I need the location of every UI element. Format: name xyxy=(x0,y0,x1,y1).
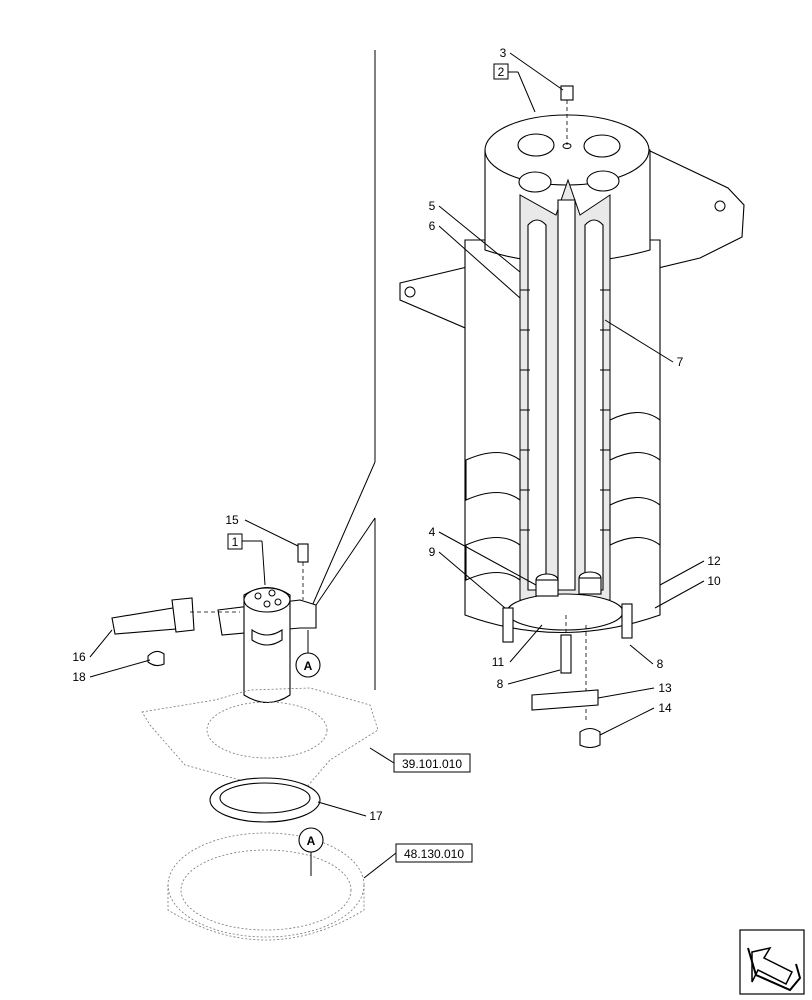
detail-marker-upper: A xyxy=(295,630,321,678)
plug-screw-3 xyxy=(560,85,574,101)
bolt-8 xyxy=(560,634,572,674)
callout-9: 9 xyxy=(429,545,506,609)
callout-12: 12 xyxy=(659,554,721,586)
callout-16: 16 xyxy=(72,629,113,664)
callout-7: 7 xyxy=(604,319,684,369)
callout-13: 13 xyxy=(597,681,672,699)
plate-13 xyxy=(531,689,599,711)
seal-grooves xyxy=(520,289,610,531)
svg-text:1: 1 xyxy=(232,535,239,549)
screw-14 xyxy=(579,727,601,749)
callout-4: 4 xyxy=(429,525,537,586)
svg-text:48.130.010: 48.130.010 xyxy=(404,847,464,861)
callout-1: 1 xyxy=(227,533,266,586)
svg-text:39.101.010: 39.101.010 xyxy=(402,757,462,771)
detail-marker-lower: A xyxy=(298,827,324,876)
callout-18: 18 xyxy=(72,659,151,684)
divider-line xyxy=(309,50,376,690)
callout-8-left: 8 xyxy=(497,669,561,691)
swivel-sensor-assembly xyxy=(111,543,379,941)
svg-text:13: 13 xyxy=(658,681,672,695)
svg-text:A: A xyxy=(304,659,313,673)
svg-text:9: 9 xyxy=(429,545,436,559)
svg-text:14: 14 xyxy=(658,701,672,715)
reference-link-2[interactable]: 48.130.010 xyxy=(363,843,473,879)
svg-text:8: 8 xyxy=(497,677,504,691)
svg-text:4: 4 xyxy=(429,525,436,539)
reference-link-1[interactable]: 39.101.010 xyxy=(369,747,471,773)
callout-8-right: 8 xyxy=(629,644,664,671)
svg-text:3: 3 xyxy=(500,46,507,60)
callout-2: 2 xyxy=(493,63,536,113)
base-ring-ghost xyxy=(167,832,365,938)
callout-6: 6 xyxy=(429,219,521,299)
callout-5: 5 xyxy=(429,199,521,273)
callout-17: 17 xyxy=(317,801,383,823)
svg-text:16: 16 xyxy=(72,650,86,664)
svg-text:17: 17 xyxy=(369,809,383,823)
svg-text:12: 12 xyxy=(707,554,721,568)
callout-15: 15 xyxy=(225,513,299,547)
svg-text:5: 5 xyxy=(429,199,436,213)
callout-11: 11 xyxy=(492,624,543,669)
svg-text:11: 11 xyxy=(492,655,505,669)
svg-text:15: 15 xyxy=(225,513,239,527)
bolt-15 xyxy=(297,543,309,563)
rotary-joint-assembly xyxy=(399,85,745,749)
svg-text:10: 10 xyxy=(707,574,721,588)
svg-text:2: 2 xyxy=(498,65,505,79)
navigation-arrow-icon[interactable] xyxy=(739,929,805,995)
svg-text:18: 18 xyxy=(72,670,86,684)
frame-plate-ghost xyxy=(141,687,379,796)
callout-10: 10 xyxy=(654,574,721,609)
callout-14: 14 xyxy=(599,701,672,736)
svg-text:6: 6 xyxy=(429,219,436,233)
svg-text:8: 8 xyxy=(657,657,664,671)
bolt-18 xyxy=(147,650,165,667)
svg-text:7: 7 xyxy=(677,355,684,369)
svg-text:A: A xyxy=(307,834,316,848)
callout-3: 3 xyxy=(500,46,564,91)
